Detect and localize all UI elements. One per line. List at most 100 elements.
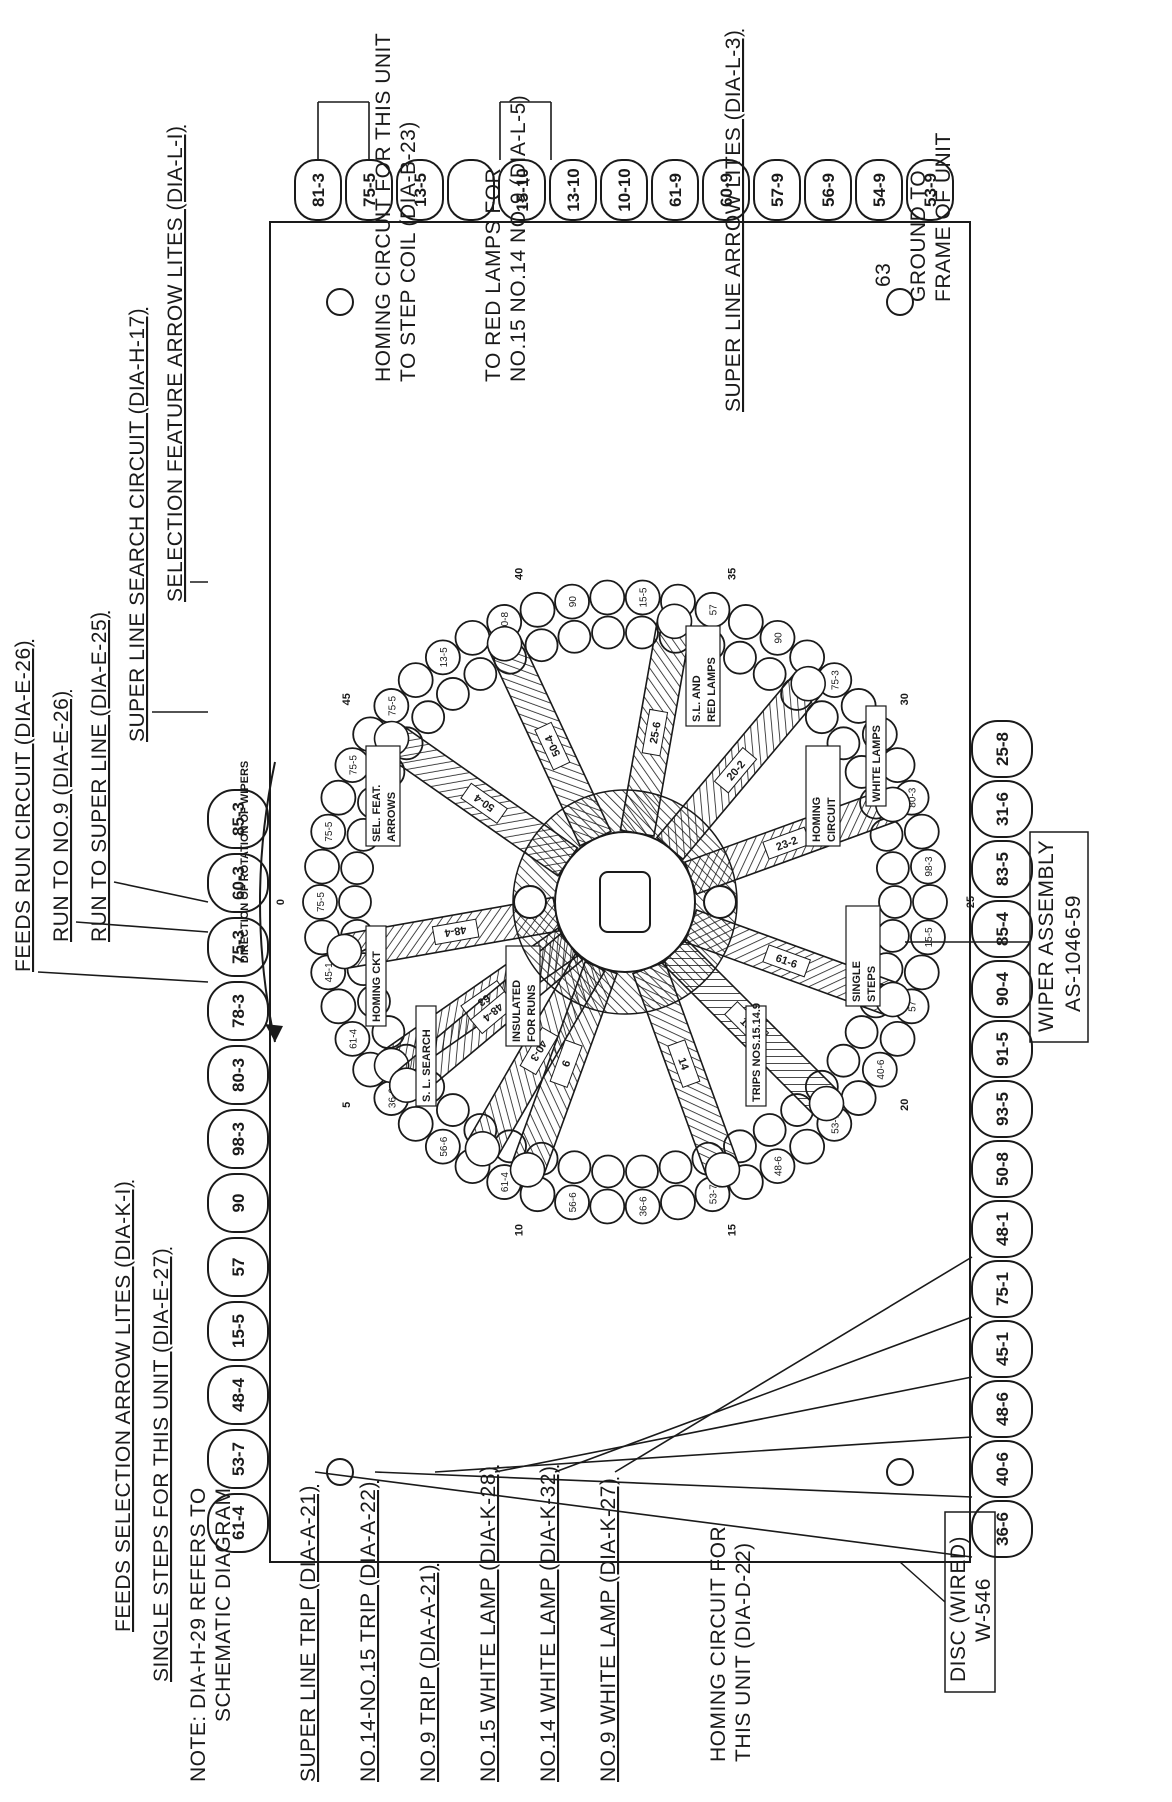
contact-hole [912, 884, 948, 920]
terminal-label: 40-6 [993, 1452, 1012, 1486]
contact-label: 36-6 [639, 1196, 650, 1216]
dial-number: 40 [513, 568, 525, 580]
contact-hole: 40-6 [861, 1051, 898, 1088]
wiper-callout-box [1029, 831, 1089, 1043]
terminal-bottom: 91-5 [971, 1020, 1033, 1078]
wiper-code: 48-4 [443, 923, 468, 939]
contact-hole: 98-3 [910, 848, 946, 885]
contact-hole: 48-6 [759, 1148, 796, 1185]
terminal-right: 13-10 [549, 159, 597, 221]
terminal-bottom: 48-1 [971, 1200, 1033, 1258]
terminal-bottom: 36-6 [971, 1500, 1033, 1558]
wiper-callout-1: WIPER ASSEMBLY [1035, 840, 1058, 1032]
contact-label: 75-3 [830, 670, 841, 690]
contact-hole [589, 579, 626, 616]
label-homing-l2: THIS UNIT (DIA-D-22) [732, 1542, 755, 1762]
label-no15-white: NO.15 WHITE LAMP (DIA-K-28) [477, 1465, 500, 1782]
terminal-right: 56-9 [804, 159, 852, 221]
contact-label: 75-5 [387, 696, 398, 716]
dial-number: 25 [965, 896, 977, 908]
wiper-function-label: SEL. FEAT.ARROWS [365, 745, 401, 847]
contact-hole [903, 813, 940, 850]
dial-number: 30 [899, 693, 911, 705]
wiper-function-label: WHITE LAMPS [865, 705, 887, 807]
contact-hole [727, 604, 764, 640]
contact-hole [589, 1188, 626, 1225]
contact-hole [397, 662, 434, 699]
contact-hole [519, 591, 556, 628]
wiper-label-text: INSULATED [511, 980, 523, 1042]
contact-hole [789, 1128, 826, 1165]
terminal-top: 53-7 [207, 1429, 269, 1489]
contact-hole [826, 1043, 861, 1078]
wiper-callout-2: AS-1046-59 [1062, 895, 1085, 1012]
contact-hole [625, 1154, 659, 1189]
terminal-right: 10-10 [600, 159, 648, 221]
disc-leader [899, 1561, 946, 1603]
terminal-label: 57 [229, 1258, 248, 1277]
dial-number: 0 [275, 899, 287, 905]
wiper-code: 9 [559, 1058, 572, 1068]
contact-hole [878, 885, 912, 919]
terminal-label: 45-1 [993, 1332, 1012, 1366]
label-ground-1: GROUND TO [907, 170, 930, 302]
label-super-search: SUPER LINE SEARCH CIRCUIT (DIA-H-17) [126, 308, 149, 742]
wiper-label-text: S. L. SEARCH [421, 1029, 433, 1102]
leader [374, 1471, 973, 1498]
leader [434, 1436, 973, 1473]
contact-hole: 75-5 [302, 884, 338, 920]
contact-label: 15-5 [924, 927, 935, 947]
terminal-top: 60-3 [207, 853, 269, 913]
dial-number: 10 [513, 1224, 525, 1236]
contact-hole: 56-6 [424, 1128, 461, 1165]
wiper-label-text: STEPS [866, 966, 878, 1002]
leader-lines [37, 101, 973, 1558]
contact-hole: 75-5 [310, 813, 347, 850]
contact-hole [875, 851, 910, 886]
terminal-label: 91-5 [993, 1032, 1012, 1066]
contact-label: 61-4 [500, 1172, 511, 1192]
contact-hole [752, 1113, 787, 1147]
contact-label: 53-7 [830, 1113, 841, 1133]
contact-hole [304, 848, 340, 885]
dial-number: 35 [727, 568, 739, 580]
terminal-label: 75-3 [229, 930, 248, 964]
terminal-bottom: 48-6 [971, 1380, 1033, 1438]
leader [554, 1316, 973, 1473]
contact-hole [524, 628, 559, 663]
terminal-top: 61-4 [207, 1493, 269, 1553]
terminal-label: 13-5 [411, 173, 430, 207]
contact-hole: 57 [694, 591, 731, 628]
leader [614, 1256, 973, 1473]
terminal-right [447, 159, 495, 221]
contact-hole: 90 [759, 619, 796, 656]
label-no9-white: NO.9 WHITE LAMP (DIA-K-27) [597, 1478, 620, 1782]
leader [75, 921, 209, 933]
terminal-label: 98-3 [229, 1122, 248, 1156]
terminal-top: 78-3 [207, 981, 269, 1041]
contact-label: 56-6 [568, 1192, 579, 1212]
wiper-label-text: S.L. AND [691, 675, 703, 722]
terminal-bottom: 93-5 [971, 1080, 1033, 1138]
terminal-top: 85-3 [207, 789, 269, 849]
contact-label: 36-6 [387, 1088, 398, 1108]
terminal-top: 98-3 [207, 1109, 269, 1169]
wiper-label-text: SINGLE [851, 961, 863, 1002]
wiper-label-text: TRIPS NOS.15.14.9 [751, 1003, 763, 1102]
wiper-label-text: WHITE LAMPS [871, 725, 883, 802]
contact-label: 57 [908, 1000, 919, 1012]
dial-number: 45 [341, 693, 353, 705]
contact-label: 53-7 [708, 1184, 719, 1204]
dial-number: 20 [899, 1099, 911, 1111]
terminal-right: 53-9 [906, 159, 954, 221]
contact-label: 57 [708, 604, 719, 616]
top-labels: FEEDS RUN CIRCUIT (DIA-E-26) RUN TO NO.9… [12, 126, 187, 973]
disc-callout-2: W-546 [972, 1578, 995, 1642]
contact-hole: 15-5 [910, 919, 946, 956]
contact-hole: 75-5 [373, 688, 410, 724]
contact-hole [591, 615, 625, 650]
terminal-top: 80-3 [207, 1045, 269, 1105]
rotation-arrowhead [265, 1024, 283, 1042]
